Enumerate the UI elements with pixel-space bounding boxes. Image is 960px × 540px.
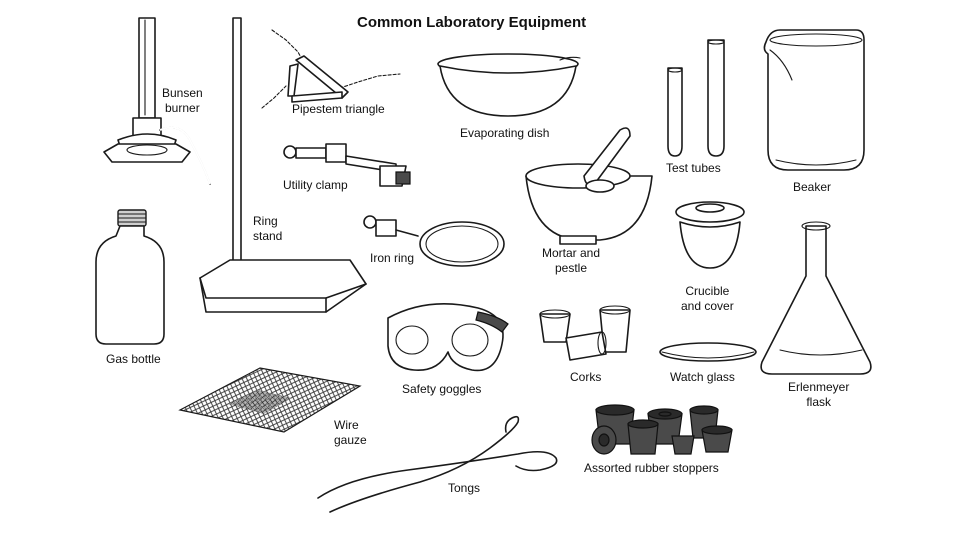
safety-goggles-drawing — [388, 304, 508, 371]
beaker-drawing — [764, 30, 864, 170]
label-crucible-line2: and cover — [681, 299, 734, 314]
label-bunsen-burner-line2: burner — [162, 101, 203, 116]
mortar-and-pestle-drawing — [526, 128, 652, 244]
pipestem-triangle-drawing — [262, 30, 400, 108]
rubber-stoppers-drawing — [592, 405, 732, 454]
label-pipestem-triangle: Pipestem triangle — [292, 102, 385, 117]
label-erlenmeyer-line1: Erlenmeyer — [788, 380, 849, 395]
label-corks: Corks — [570, 370, 601, 385]
corks-drawing — [540, 306, 630, 360]
label-beaker: Beaker — [793, 180, 831, 195]
label-rubber-stoppers: Assorted rubber stoppers — [584, 461, 719, 476]
label-ring-stand-line1: Ring — [253, 214, 282, 229]
gas-bottle-drawing — [96, 210, 164, 344]
label-bunsen-burner: Bunsen burner — [162, 86, 203, 116]
label-watch-glass: Watch glass — [670, 370, 735, 385]
diagram-title: Common Laboratory Equipment — [357, 14, 586, 31]
evaporating-dish-drawing — [438, 54, 580, 116]
label-crucible-and-cover: Crucible and cover — [681, 284, 734, 314]
test-tubes-drawing — [668, 40, 724, 156]
label-wire-gauze-line1: Wire — [334, 418, 367, 433]
label-crucible-line1: Crucible — [681, 284, 734, 299]
label-mortar-line2: pestle — [542, 261, 600, 276]
label-ring-stand: Ring stand — [253, 214, 282, 244]
ring-stand-drawing — [200, 18, 366, 312]
label-gas-bottle: Gas bottle — [106, 352, 161, 367]
erlenmeyer-flask-drawing — [761, 222, 871, 374]
label-iron-ring: Iron ring — [370, 251, 414, 266]
label-wire-gauze: Wire gauze — [334, 418, 367, 448]
label-utility-clamp: Utility clamp — [283, 178, 348, 193]
wire-gauze-drawing — [180, 368, 360, 432]
label-erlenmeyer-flask: Erlenmeyer flask — [788, 380, 849, 410]
label-mortar-line1: Mortar and — [542, 246, 600, 261]
label-erlenmeyer-line2: flask — [788, 395, 849, 410]
label-bunsen-burner-line1: Bunsen — [162, 86, 203, 101]
label-ring-stand-line2: stand — [253, 229, 282, 244]
label-wire-gauze-line2: gauze — [334, 433, 367, 448]
label-tongs: Tongs — [448, 481, 480, 496]
label-safety-goggles: Safety goggles — [402, 382, 481, 397]
crucible-and-cover-drawing — [676, 202, 744, 268]
label-test-tubes: Test tubes — [666, 161, 721, 176]
label-evaporating-dish: Evaporating dish — [460, 126, 549, 141]
label-mortar-and-pestle: Mortar and pestle — [542, 246, 600, 276]
watch-glass-drawing — [660, 343, 756, 361]
